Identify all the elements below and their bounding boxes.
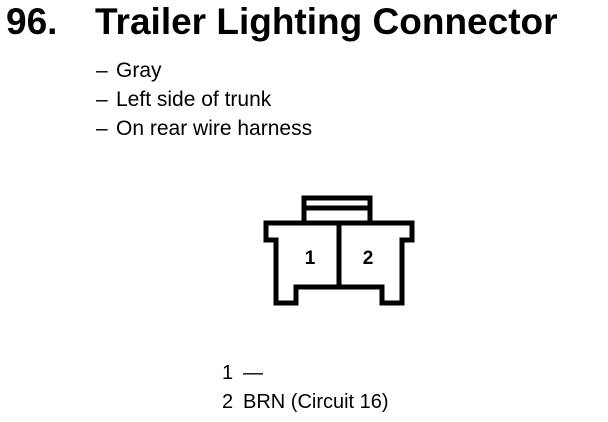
note-color: –Gray — [96, 56, 312, 85]
pin-number: 2 — [222, 391, 234, 413]
pin-description: — — [243, 362, 263, 384]
page-title: 96. Trailer Lighting Connector — [6, 0, 558, 44]
note-text: Left side of trunk — [116, 88, 272, 111]
note-dash: – — [96, 88, 108, 111]
note-dash: – — [96, 117, 108, 140]
section-number: 96. — [6, 1, 58, 42]
pin-row: 1— — [222, 359, 389, 388]
pin-number: 1 — [222, 362, 234, 384]
cavity-2-label: 2 — [363, 248, 374, 269]
cavity-1-label: 1 — [305, 248, 316, 269]
section-title: Trailer Lighting Connector — [95, 1, 558, 42]
note-text: Gray — [116, 59, 162, 82]
connector-notes: –Gray –Left side of trunk –On rear wire … — [96, 56, 312, 143]
note-harness: –On rear wire harness — [96, 114, 312, 143]
connector-diagram: 1 2 — [263, 195, 415, 306]
note-location: –Left side of trunk — [96, 85, 312, 114]
pin-row: 2 BRN (Circuit 16) — [222, 388, 389, 417]
pin-description: BRN (Circuit 16) — [243, 391, 389, 413]
note-dash: – — [96, 59, 108, 82]
note-text: On rear wire harness — [116, 117, 313, 140]
